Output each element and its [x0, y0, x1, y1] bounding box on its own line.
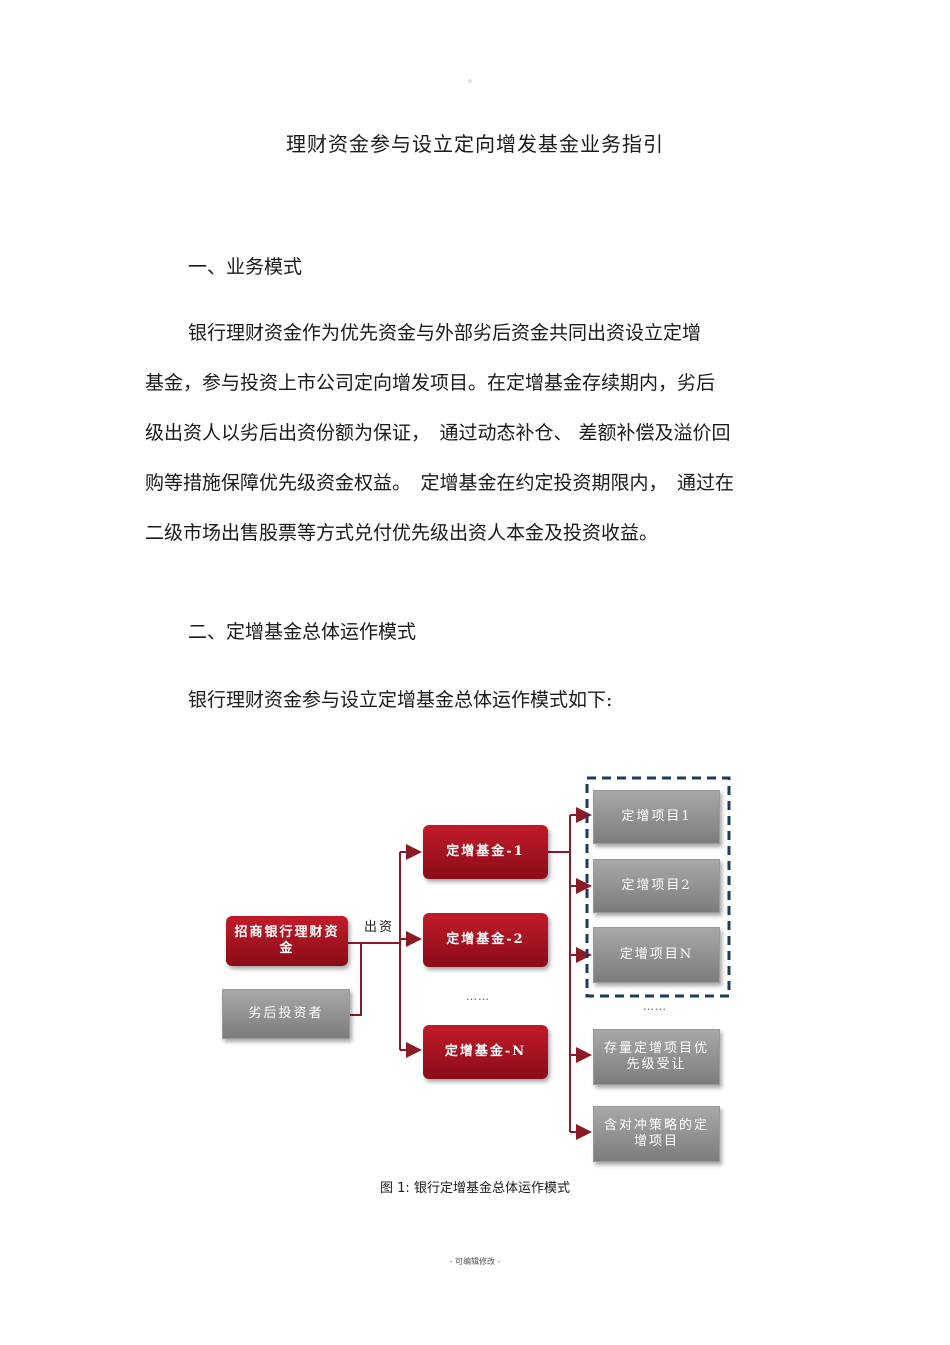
header-mark: 。	[468, 74, 478, 85]
operation-diagram: 招商银行理财资金 劣后投资者 出资 定增基金-1 定增基金-2 …… 定增基金-…	[218, 772, 738, 1172]
project-box-2: 定增项目2	[593, 859, 720, 913]
fund-box-n: 定增基金-N	[423, 1025, 548, 1079]
fund-box-1: 定增基金-1	[423, 825, 548, 879]
paragraph-line: 基金，参与投资上市公司定向增发项目。在定增基金存续期内，劣后	[145, 372, 716, 394]
section2-intro: 银行理财资金参与设立定增基金总体运作模式如下:	[188, 689, 613, 711]
fund-ellipsis: ……	[466, 990, 490, 1003]
paragraph-line: 二级市场出售股票等方式兑付优先级出资人本金及投资收益。	[145, 522, 659, 544]
section2-heading: 二、定增基金总体运作模式	[188, 621, 417, 643]
section1-heading: 一、业务模式	[188, 256, 303, 278]
paragraph-line: 银行理财资金作为优先资金与外部劣后资金共同出资设立定增	[188, 322, 702, 344]
project-ellipsis: ……	[643, 1000, 667, 1013]
project-box-1: 定增项目1	[593, 790, 720, 844]
edge-label-contribution: 出资	[364, 920, 395, 935]
paragraph-line: 购等措施保障优先级资金权益。 定增基金在约定投资期限内， 通过在	[145, 472, 735, 494]
fund-box-2: 定增基金-2	[423, 913, 548, 967]
bank-funds-box: 招商银行理财资金	[226, 916, 348, 966]
figure-caption: 图 1: 银行定增基金总体运作模式	[380, 1181, 570, 1196]
page-title: 理财资金参与设立定向增发基金业务指引	[286, 132, 664, 156]
extra-project-box-1: 存量定增项目优先级受让	[593, 1029, 720, 1085]
extra-project-box-2: 含对冲策略的定增项目	[593, 1106, 720, 1162]
diagram-connectors	[348, 776, 731, 1140]
section1-paragraph: 银行理财资金作为优先资金与外部劣后资金共同出资设立定增 基金，参与投资上市公司定…	[145, 308, 815, 558]
project-box-n: 定增项目N	[593, 927, 720, 983]
paragraph-line: 级出资人以劣后出资份额为保证， 通过动态补仓、 差额补偿及溢价回	[145, 422, 731, 444]
connector-junior	[350, 943, 362, 1016]
page-footer: - 可编辑修改 -	[449, 1257, 501, 1266]
junior-investor-box: 劣后投资者	[222, 989, 350, 1039]
